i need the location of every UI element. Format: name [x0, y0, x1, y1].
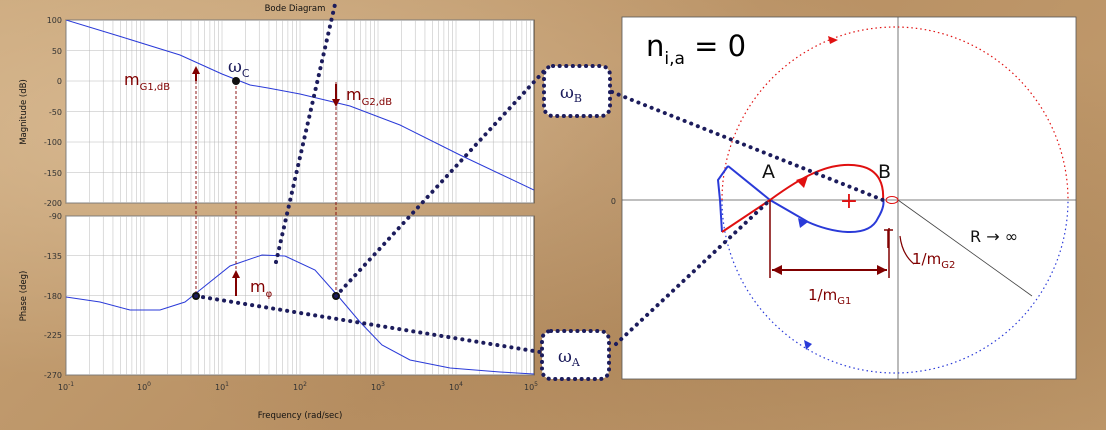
connector-omega-a-bode: [194, 294, 542, 354]
connector-steep-left: [274, 0, 338, 264]
omega-b-bubble-box: [542, 64, 612, 118]
connector-omega-b-nyquist: [610, 90, 885, 202]
nyquist-curve-red-segment: [721, 163, 885, 233]
nyquist-plot: 0 + A B R → ∞ 1/mG1 1/mG2 ni,a = 0: [611, 16, 1077, 380]
radius-infinity-label: R → ∞: [970, 227, 1018, 246]
magnitude-axis-label: Magnitude (dB): [19, 79, 29, 145]
zero-tick-label: 0: [611, 197, 616, 206]
mag-tick: -100: [44, 138, 62, 147]
connector-omega-a-nyquist: [614, 198, 772, 346]
gain-margin-1-label: mG1,dB: [124, 70, 170, 93]
omega-b-bubble: ωB: [542, 64, 612, 118]
frequency-tick-labels: 10-1 100 101 102 103 104 105: [58, 381, 538, 392]
connector-omega-b-bode: [334, 68, 547, 298]
encirclement-count-label: ni,a = 0: [646, 29, 746, 69]
inv-margin-1-label: 1/mG1: [808, 286, 851, 307]
freq-tick: 104: [449, 381, 463, 392]
point-b-label: B: [878, 161, 891, 183]
bode-title: Bode Diagram: [265, 4, 326, 14]
nyquist-curve-blue-segment: [727, 165, 771, 201]
nyquist-axes: [621, 16, 1077, 380]
lower-infinite-arc: [721, 199, 1069, 374]
span-right-arrow-icon: [877, 265, 887, 275]
mag-tick: 0: [57, 77, 62, 86]
freq-tick: 105: [524, 381, 538, 392]
phase-margin-label: mφ: [250, 277, 273, 300]
mag-tick: -200: [44, 199, 62, 208]
magnitude-curve: [66, 20, 534, 191]
mag-tick: -50: [49, 108, 62, 117]
point-a-label: A: [762, 161, 775, 183]
mag-tick: -150: [44, 169, 62, 178]
omega-a-bubble-box: [540, 329, 611, 381]
red-curve-arrow-icon: [796, 176, 808, 188]
freq-tick: 10-1: [58, 381, 74, 392]
phase-tick-labels: -90 -135 -180 -225 -270: [44, 212, 62, 380]
blue-curve-arrow-icon: [798, 218, 808, 228]
phase-tick: -225: [44, 331, 62, 340]
magnitude-tick-labels: 100 50 0 -50 -100 -150 -200: [44, 16, 62, 208]
gain-margin-2-label: mG2,dB: [346, 85, 392, 108]
omega-a-bubble: ωA: [540, 329, 611, 381]
upper-infinite-arc: [721, 26, 1069, 201]
omega-a-label: ωA: [558, 347, 581, 369]
small-detour-circle: [885, 196, 899, 204]
freq-tick: 101: [215, 381, 229, 392]
omega-b-label: ωB: [560, 83, 582, 105]
phase-axis-label: Phase (deg): [19, 271, 29, 322]
nyquist-curve-blue-loop: [769, 199, 885, 233]
mag-tick: 100: [47, 16, 62, 25]
phase-tick: -270: [44, 371, 62, 380]
frequency-axis-label: Frequency (rad/sec): [258, 411, 343, 421]
bode-plot: Bode Diagram 100 50 0 -50 -100 -150 -200…: [19, 4, 538, 421]
crossover-point: [232, 77, 240, 85]
critical-point-marker: +: [840, 189, 858, 214]
freq-tick: 102: [293, 381, 307, 392]
phase-tick: -135: [44, 252, 62, 261]
upper-arc-arrow-icon: [828, 36, 838, 44]
phase-curve: [66, 254, 534, 375]
mag-tick: 50: [52, 47, 62, 56]
omega-c-label: ωC: [228, 57, 250, 80]
phase-tick: -180: [44, 292, 62, 301]
radius-line: [897, 199, 1033, 297]
freq-tick: 100: [137, 381, 151, 392]
margin-2-bracket: [884, 229, 893, 248]
inv-margin-2-label: 1/mG2: [912, 250, 955, 271]
infinite-semicircles: [721, 26, 1069, 374]
margin-2-leader: [899, 235, 915, 265]
span-left-arrow-icon: [772, 265, 782, 275]
lower-arc-arrow-icon: [804, 340, 812, 350]
freq-tick: 103: [371, 381, 385, 392]
connector-lines: [194, 0, 885, 354]
phase-tick: -90: [49, 212, 62, 221]
nyquist-curve-blue-left: [716, 165, 729, 233]
